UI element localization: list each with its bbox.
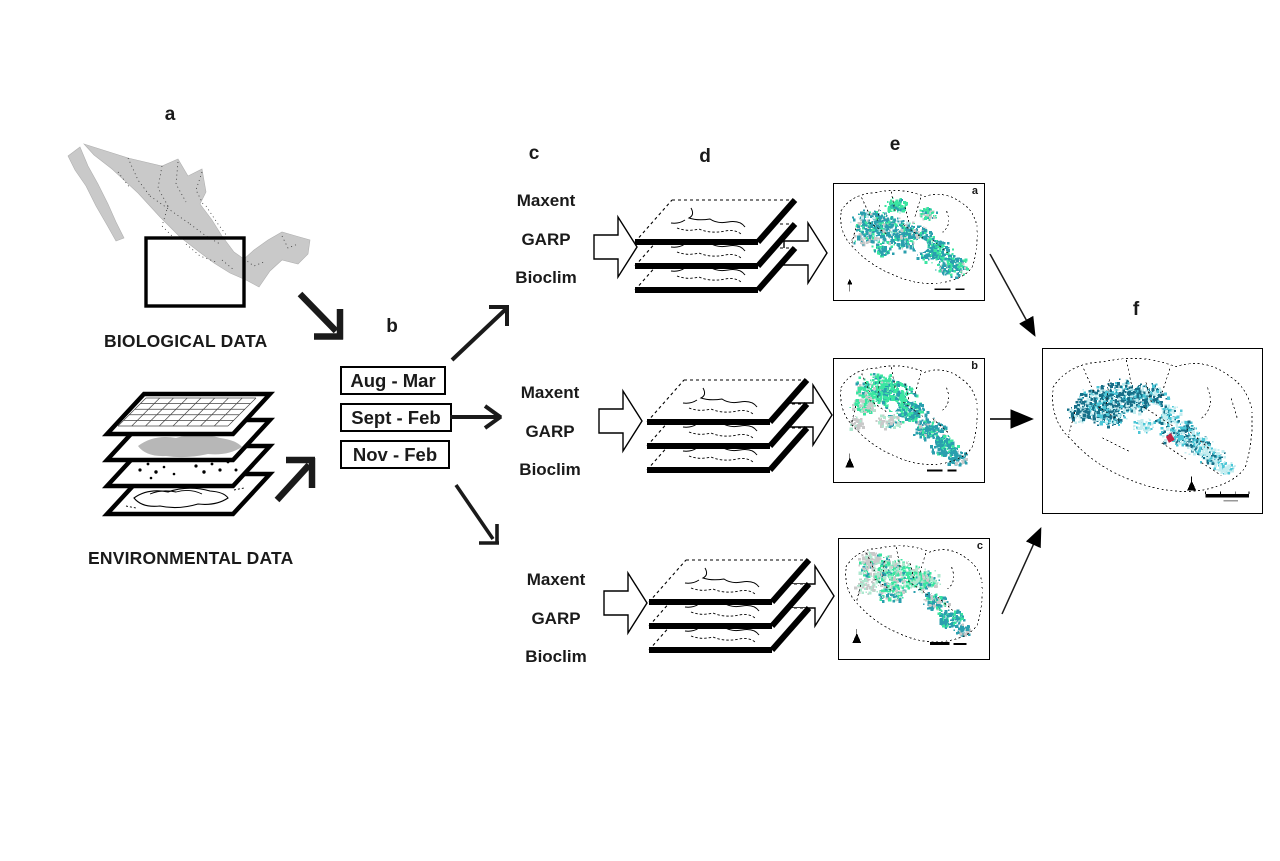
biological-data-label: BIOLOGICAL DATA [104,331,268,351]
result-map-c: c [838,538,990,660]
method-bioclim: Bioclim [515,268,577,287]
model-methods-row-3: Maxent GARP Bioclim [508,561,604,677]
distribution-speckles [854,551,971,637]
arrow-map-b-to-final [990,409,1034,429]
boundary-lines [1052,357,1253,492]
model-methods-row-2: Maxent GARP Bioclim [502,374,598,490]
map-corner-letter: c [976,540,983,552]
baja-peninsula-shape [67,146,125,242]
time-period-box-3: Nov - Feb [340,440,450,469]
block-arrow-layers1-to-map-a [783,220,828,286]
layer-stack-row-3 [648,558,812,653]
panel-label-f: f [1132,299,1140,320]
block-arrow-models1-to-layers1 [593,214,638,280]
env-layer-grid [101,391,276,437]
map-scale-bar [934,288,965,290]
distribution-speckles [1067,378,1236,476]
north-arrow-icon [852,629,862,643]
state-borders [117,157,299,271]
north-arrow-icon [847,278,853,292]
north-arrow-icon [845,453,855,468]
arrow-map-a-to-final [989,253,1036,337]
result-map-b: b [833,358,985,483]
map-scale-bar [1205,491,1250,502]
distribution-speckles [850,197,969,279]
study-area-rectangle [144,236,246,308]
model-methods-row-1: Maxent GARP Bioclim [498,182,594,298]
layer-stack-row-1 [634,198,798,293]
environmental-layers [101,391,276,517]
time-period-list: Aug - Mar Sept - Feb Nov - Feb [340,366,452,477]
panel-label-c: c [528,143,540,164]
block-arrow-layers2-to-map-b [788,382,833,448]
map-corner-letter: a [971,185,978,197]
block-arrow-models3-to-layers3 [603,570,648,636]
time-period-box-2: Sept - Feb [340,403,452,432]
boundary-lines [840,365,978,466]
result-map-a: a [833,183,985,301]
north-arrow-icon [1187,476,1197,491]
environmental-data-label: ENVIRONMENTAL DATA [88,548,294,568]
panel-label-a: a [164,104,176,125]
boundary-lines [845,545,983,643]
method-maxent: Maxent [526,570,586,589]
layer-stack-row-2 [646,378,810,473]
occurrence-marker [1165,432,1175,443]
arrow-map-c-to-final [1001,527,1042,615]
final-map [1042,348,1263,514]
boundary-lines [840,190,978,285]
method-bioclim: Bioclim [519,460,581,479]
arrow-periods-to-models-bottom [454,483,499,545]
grid-lines [117,397,257,427]
method-bioclim: Bioclim [525,647,587,666]
method-maxent: Maxent [516,191,576,210]
map-scale-bar [929,642,967,645]
map-scale-bar [926,469,957,472]
mexico-mainland-shape [83,143,311,288]
mexico-map [67,143,311,308]
arrow-biological-to-periods [297,291,344,340]
method-garp: GARP [521,229,571,249]
method-garp: GARP [525,421,575,441]
panel-label-b: b [386,316,398,337]
arrow-environmental-to-periods [274,456,316,503]
method-maxent: Maxent [520,383,580,402]
panel-label-e: e [889,134,901,155]
arrow-periods-to-models-top [450,305,509,362]
time-period-box-1: Aug - Mar [340,366,446,395]
arrow-periods-to-models-middle [450,404,503,430]
map-corner-letter: b [971,360,978,372]
panel-label-d: d [699,146,711,167]
method-garp: GARP [531,608,581,628]
block-arrow-models2-to-layers2 [598,388,643,454]
